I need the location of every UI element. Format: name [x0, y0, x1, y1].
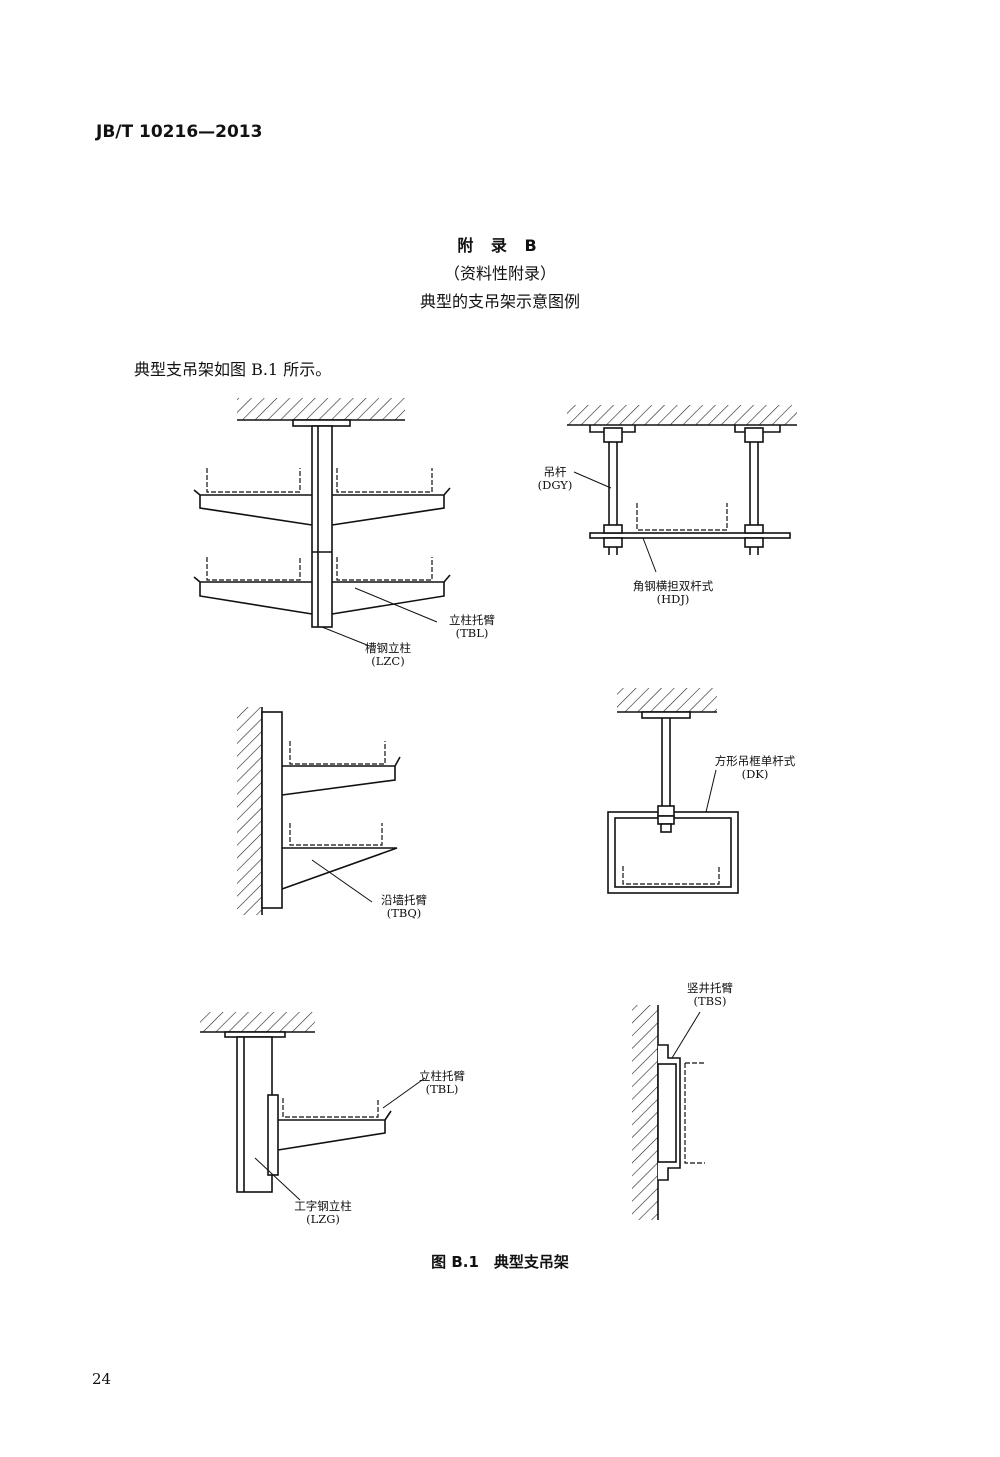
label-tbl-bottom: 立柱托臂(TBL) — [419, 1070, 465, 1096]
label-name: 工字钢立柱 — [294, 1199, 352, 1213]
label-code: (TBL) — [455, 626, 489, 640]
label-name: 沿墙托臂 — [381, 893, 427, 907]
standard-code: JB/T 10216—2013 — [96, 122, 263, 142]
label-name: 槽钢立柱 — [365, 641, 411, 655]
label-name: 立柱托臂 — [449, 613, 495, 627]
label-name: 竖井托臂 — [687, 981, 733, 995]
label-code: (HDJ) — [656, 592, 690, 606]
label-tbq: 沿墙托臂(TBQ) — [381, 894, 427, 920]
channel-column-diagram — [193, 398, 451, 646]
appendix-title: 附 录 B — [457, 236, 543, 255]
page-number: 24 — [92, 1370, 112, 1388]
label-dgy: 吊杆(DGY) — [538, 466, 573, 492]
appendix-subtitle: （资料性附录） — [443, 264, 556, 283]
label-code: (TBL) — [425, 1082, 459, 1096]
wall-arm-diagram — [237, 707, 401, 915]
i-beam-column-diagram — [200, 1012, 426, 1201]
double-rod-crossarm-diagram — [567, 405, 797, 573]
label-hdj: 角钢横担双杆式(HDJ) — [633, 580, 714, 606]
label-lzg: 工字钢立柱(LZG) — [294, 1200, 352, 1226]
appendix-heading: 典型的支吊架示意图例 — [419, 292, 580, 311]
label-name: 吊杆 — [543, 465, 567, 479]
label-code: (LZG) — [306, 1212, 340, 1226]
shaft-arm-diagram — [632, 1005, 705, 1220]
label-dk: 方形吊框单杆式(DK) — [715, 755, 796, 781]
label-lzc: 槽钢立柱(LZC) — [365, 642, 411, 668]
label-name: 角钢横担双杆式 — [632, 579, 714, 593]
label-code: (TBQ) — [386, 906, 422, 920]
label-tbs: 竖井托臂(TBS) — [687, 982, 733, 1008]
body-text: 典型支吊架如图 B.1 所示。 — [134, 360, 332, 379]
label-name: 立柱托臂 — [419, 1069, 465, 1083]
square-frame-diagram — [607, 688, 739, 894]
label-code: (LZC) — [371, 654, 405, 668]
label-code: (TBS) — [693, 994, 727, 1008]
label-name: 方形吊框单杆式 — [714, 754, 796, 768]
figure-caption: 图 B.1 典型支吊架 — [431, 1253, 569, 1271]
label-tbl-top: 立柱托臂(TBL) — [449, 614, 495, 640]
label-code: (DGY) — [537, 478, 573, 492]
label-code: (DK) — [741, 767, 769, 781]
